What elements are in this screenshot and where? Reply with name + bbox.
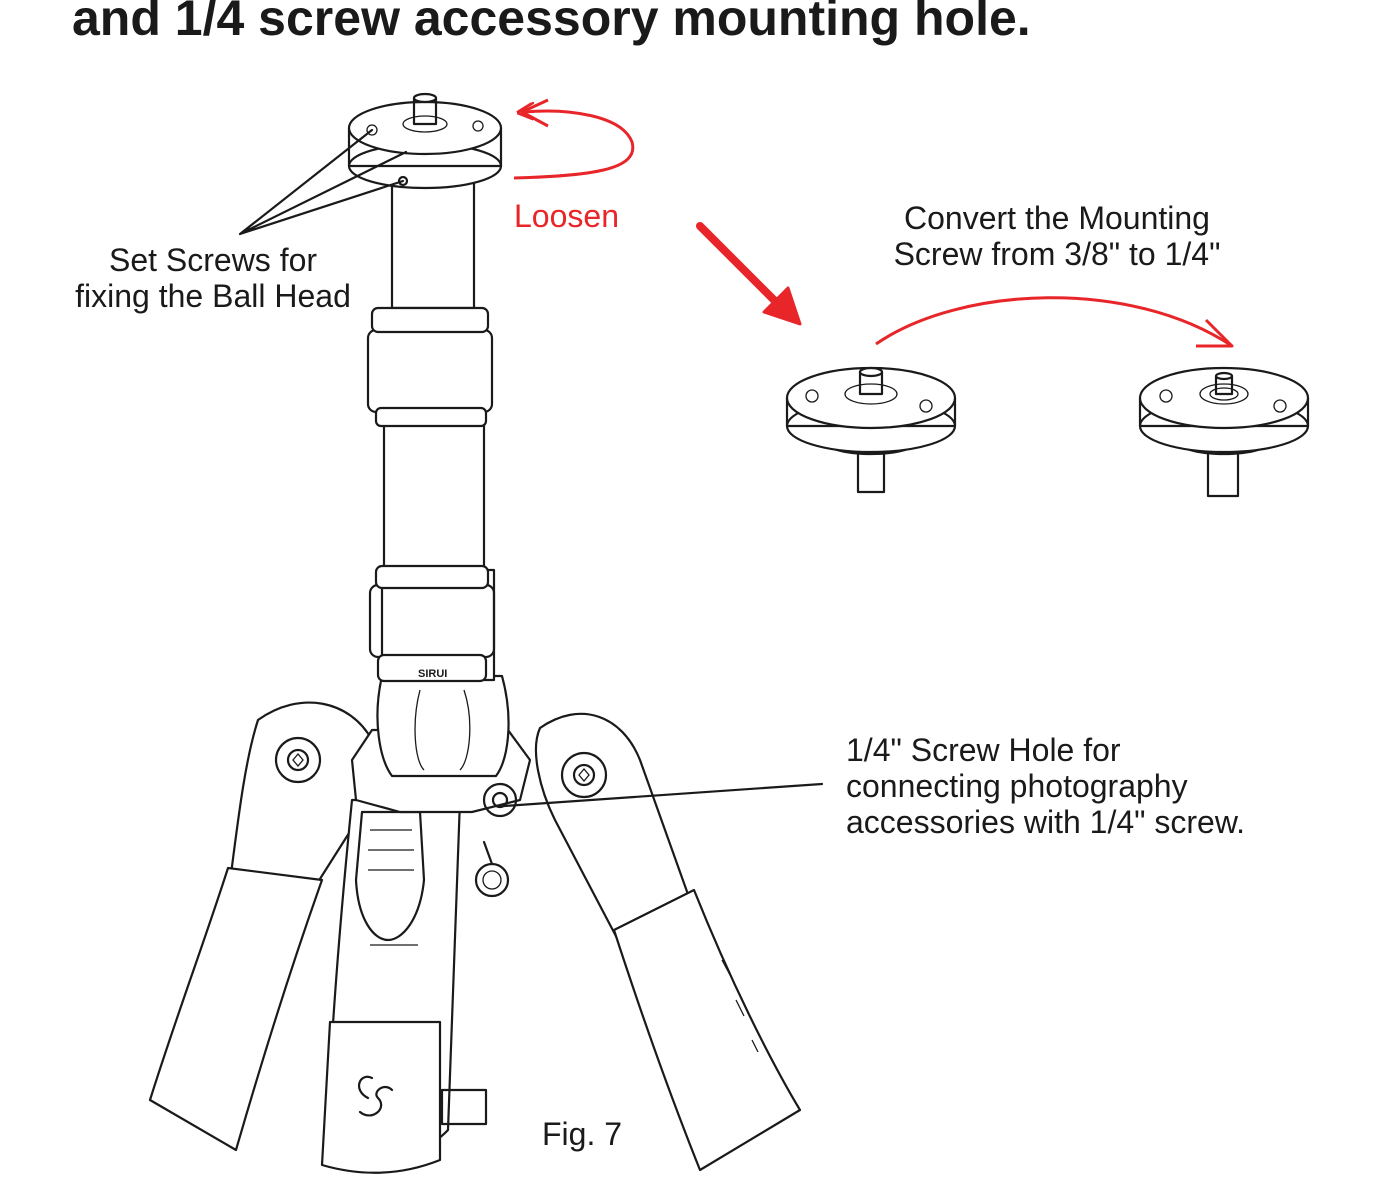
mounting-plate-1-4-screw [1138, 366, 1310, 498]
screw-hole-label: 1/4" Screw Hole for connecting photograp… [846, 732, 1246, 840]
convert-arrow [875, 296, 1234, 348]
loosen-arrow-head [520, 98, 549, 128]
loosen-label: Loosen [514, 198, 619, 234]
mounting-plate-3-8-screw [785, 366, 957, 494]
center-column [366, 176, 496, 683]
page-heading: and 1/4 screw accessory mounting hole. [72, 0, 1031, 46]
set-screw-leaders [238, 128, 408, 236]
convert-label: Convert the Mounting Screw from 3/8" to … [893, 200, 1221, 272]
brand-mark: SIRUI [418, 668, 447, 680]
tripod-hub [350, 674, 532, 898]
tripod-leg-right [534, 712, 802, 1172]
screw-hole-leader [502, 782, 824, 808]
column-top-plate [347, 92, 503, 190]
figure-caption: Fig. 7 [542, 1116, 623, 1152]
tripod-leg-left [148, 701, 374, 1152]
loosen-arrow [513, 111, 635, 180]
tripod-center-leg [320, 798, 488, 1174]
direction-arrow [696, 222, 802, 326]
set-screws-label: Set Screws for fixing the Ball Head [75, 242, 351, 314]
